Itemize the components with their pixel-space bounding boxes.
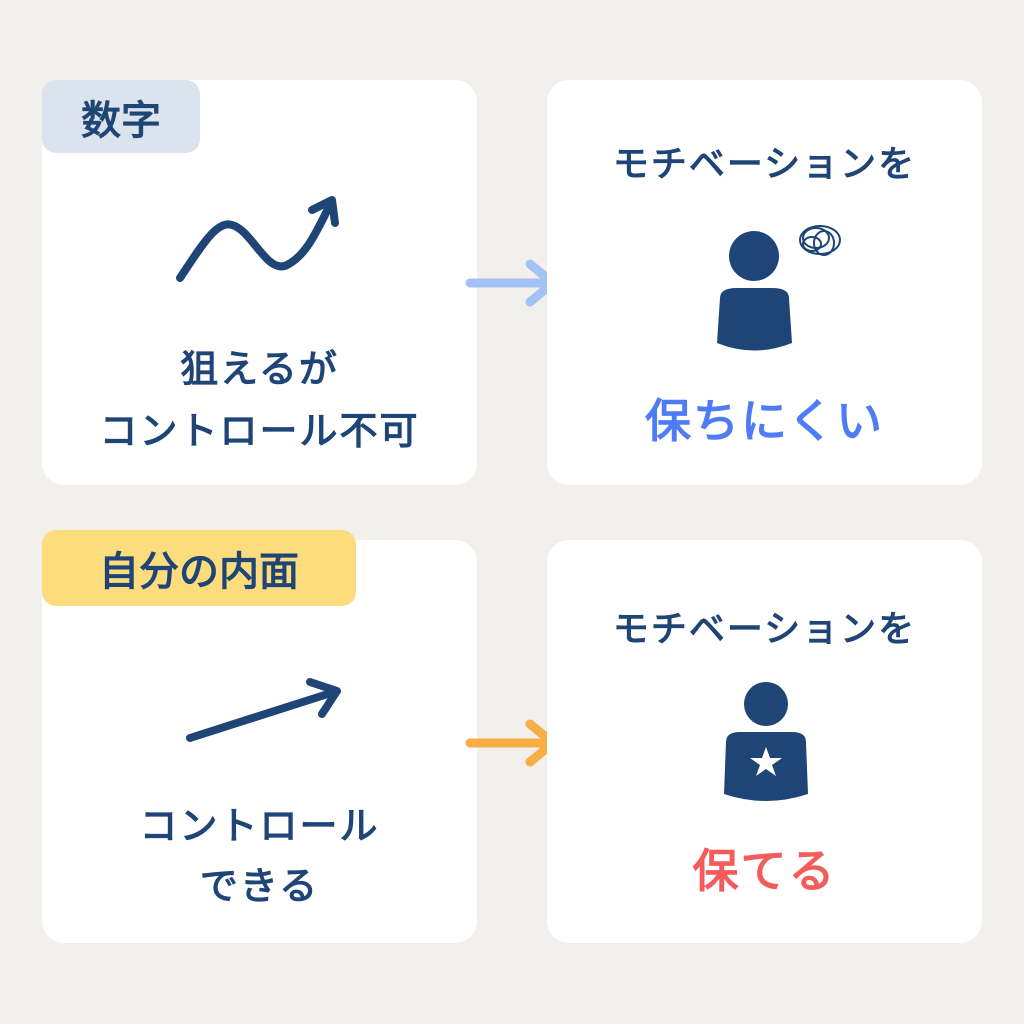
- person-confused-icon: [717, 225, 841, 351]
- straight-up-arrow-icon: [186, 678, 341, 742]
- bottom-left-line1: コントロール: [139, 804, 380, 848]
- top-right-result: 保ちにくい: [644, 394, 885, 448]
- top-right-card: モチベーションを 保ちにくい: [547, 80, 982, 485]
- bottom-right-heading: モチベーションを: [612, 609, 917, 650]
- wavy-up-arrow-icon: [176, 196, 339, 282]
- top-tag: 数字: [42, 80, 200, 153]
- bottom-right-result: 保てる: [692, 844, 837, 898]
- arrow-right-orange-icon: [465, 719, 558, 767]
- top-left-line1: 狙えるが: [180, 347, 339, 391]
- bottom-left-card: コントロール できる: [42, 540, 477, 943]
- bottom-right-card: モチベーションを 保てる: [547, 540, 982, 943]
- arrow-right-blue-icon: [465, 259, 558, 307]
- top-left-line2: コントロール不可: [99, 409, 420, 453]
- bottom-tag: 自分の内面: [42, 530, 356, 606]
- bottom-left-line2: できる: [199, 864, 320, 908]
- person-star-icon: [724, 682, 808, 801]
- top-right-heading: モチベーションを: [612, 144, 917, 185]
